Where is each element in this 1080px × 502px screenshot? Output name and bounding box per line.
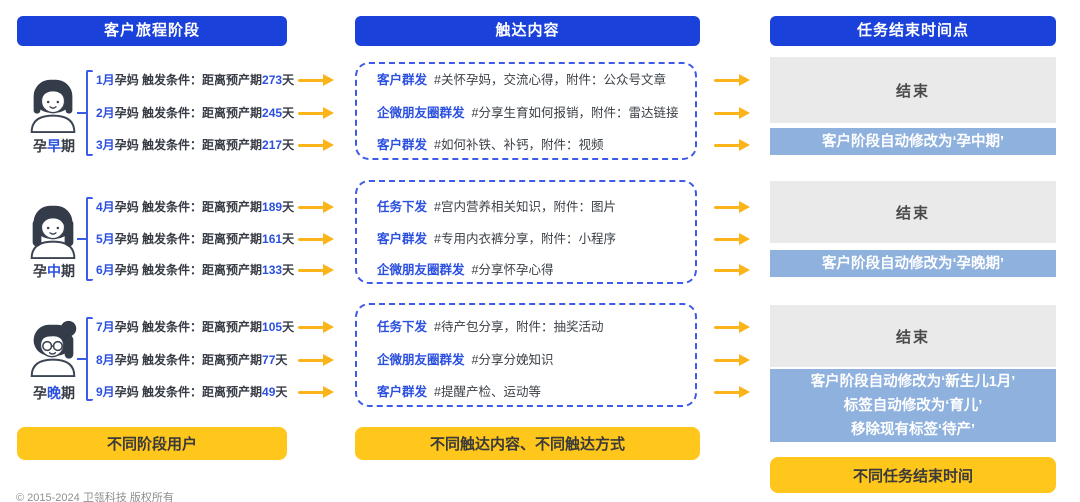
woman-glasses-bun-avatar-icon [30,320,77,378]
end-time-summary-chip: 不同任务结束时间 [770,457,1056,493]
touch-row: 客户群发#如何补铁、补钙，附件：视频 [377,138,604,152]
touch-row: 客户群发#提醒产检、运动等 [377,385,541,399]
copyright-text: © 2015-2024 卫瓴科技 版权所有 [16,492,174,502]
journey-row: 3月孕妈 触发条件：距离预产期217天 [96,138,295,152]
yellow-arrow-right-icon [298,386,334,398]
touch-row: 企微朋友圈群发#分享生育如何报销，附件：雷达链接 [377,106,679,120]
journey-column-header: 客户旅程阶段 [17,16,287,46]
yellow-arrow-right-icon [298,264,334,276]
touch-row: 任务下发#待产包分享，附件：抽奖活动 [377,320,604,334]
task-end-box: 结束 [770,181,1056,243]
touch-row: 客户群发#关怀孕妈，交流心得，附件：公众号文章 [377,73,666,87]
stage-bracket [86,70,93,156]
bracket-connector [77,238,86,240]
stage-bracket [86,197,93,281]
touch-row: 企微朋友圈群发#分享怀孕心得 [377,263,554,277]
journey-row: 9月孕妈 触发条件：距离预产期49天 [96,385,288,399]
auto-action-box: 客户阶段自动修改为‘孕晚期’ [770,250,1056,277]
yellow-arrow-right-icon [714,74,750,86]
touch-row: 任务下发#宫内营养相关知识，附件：图片 [377,200,616,214]
content-column-header: 触达内容 [355,16,700,46]
journey-row: 8月孕妈 触发条件：距离预产期77天 [96,353,288,367]
yellow-arrow-right-icon [298,107,334,119]
woman-long-hair-avatar-icon [30,205,76,260]
touch-row: 客户群发#专用内衣裤分享，附件：小程序 [377,232,616,246]
auto-action-box: 客户阶段自动修改为‘孕中期’ [770,128,1056,155]
stage-label-early: 孕早期 [33,138,75,154]
yellow-arrow-right-icon [714,139,750,151]
yellow-arrow-right-icon [714,354,750,366]
yellow-arrow-right-icon [298,233,334,245]
journey-row: 1月孕妈 触发条件：距离预产期273天 [96,73,295,87]
content-summary-chip: 不同触达内容、不同触达方式 [355,427,700,460]
yellow-arrow-right-icon [298,201,334,213]
yellow-arrow-right-icon [714,264,750,276]
task-end-box: 结束 [770,305,1056,367]
end-time-column-header: 任务结束时间点 [770,16,1056,46]
stage-label-late: 孕晚期 [33,385,75,401]
yellow-arrow-right-icon [298,354,334,366]
bracket-connector [77,112,86,114]
yellow-arrow-right-icon [714,107,750,119]
yellow-arrow-right-icon [298,74,334,86]
journey-row: 6月孕妈 触发条件：距离预产期133天 [96,263,295,277]
yellow-arrow-right-icon [714,386,750,398]
journey-row: 7月孕妈 触发条件：距离预产期105天 [96,320,295,334]
journey-row: 2月孕妈 触发条件：距离预产期245天 [96,106,295,120]
journey-row: 4月孕妈 触发条件：距离预产期189天 [96,200,295,214]
yellow-arrow-right-icon [714,201,750,213]
journey-row: 5月孕妈 触发条件：距离预产期161天 [96,232,295,246]
auto-action-box: 客户阶段自动修改为‘新生儿1月’ 标签自动修改为‘育儿’ 移除现有标签‘待产’ [770,369,1056,442]
touch-content-box [355,180,697,284]
yellow-arrow-right-icon [298,321,334,333]
stage-bracket [86,317,93,401]
touch-row: 企微朋友圈群发#分享分娩知识 [377,353,554,367]
task-end-box: 结束 [770,57,1056,123]
yellow-arrow-right-icon [714,233,750,245]
yellow-arrow-right-icon [298,139,334,151]
stage-label-mid: 孕中期 [33,263,75,279]
woman-short-hair-avatar-icon [30,79,76,134]
bracket-connector [77,358,86,360]
touch-content-box [355,303,697,407]
journey-summary-chip: 不同阶段用户 [17,427,287,460]
touch-content-box [355,62,697,160]
yellow-arrow-right-icon [714,321,750,333]
